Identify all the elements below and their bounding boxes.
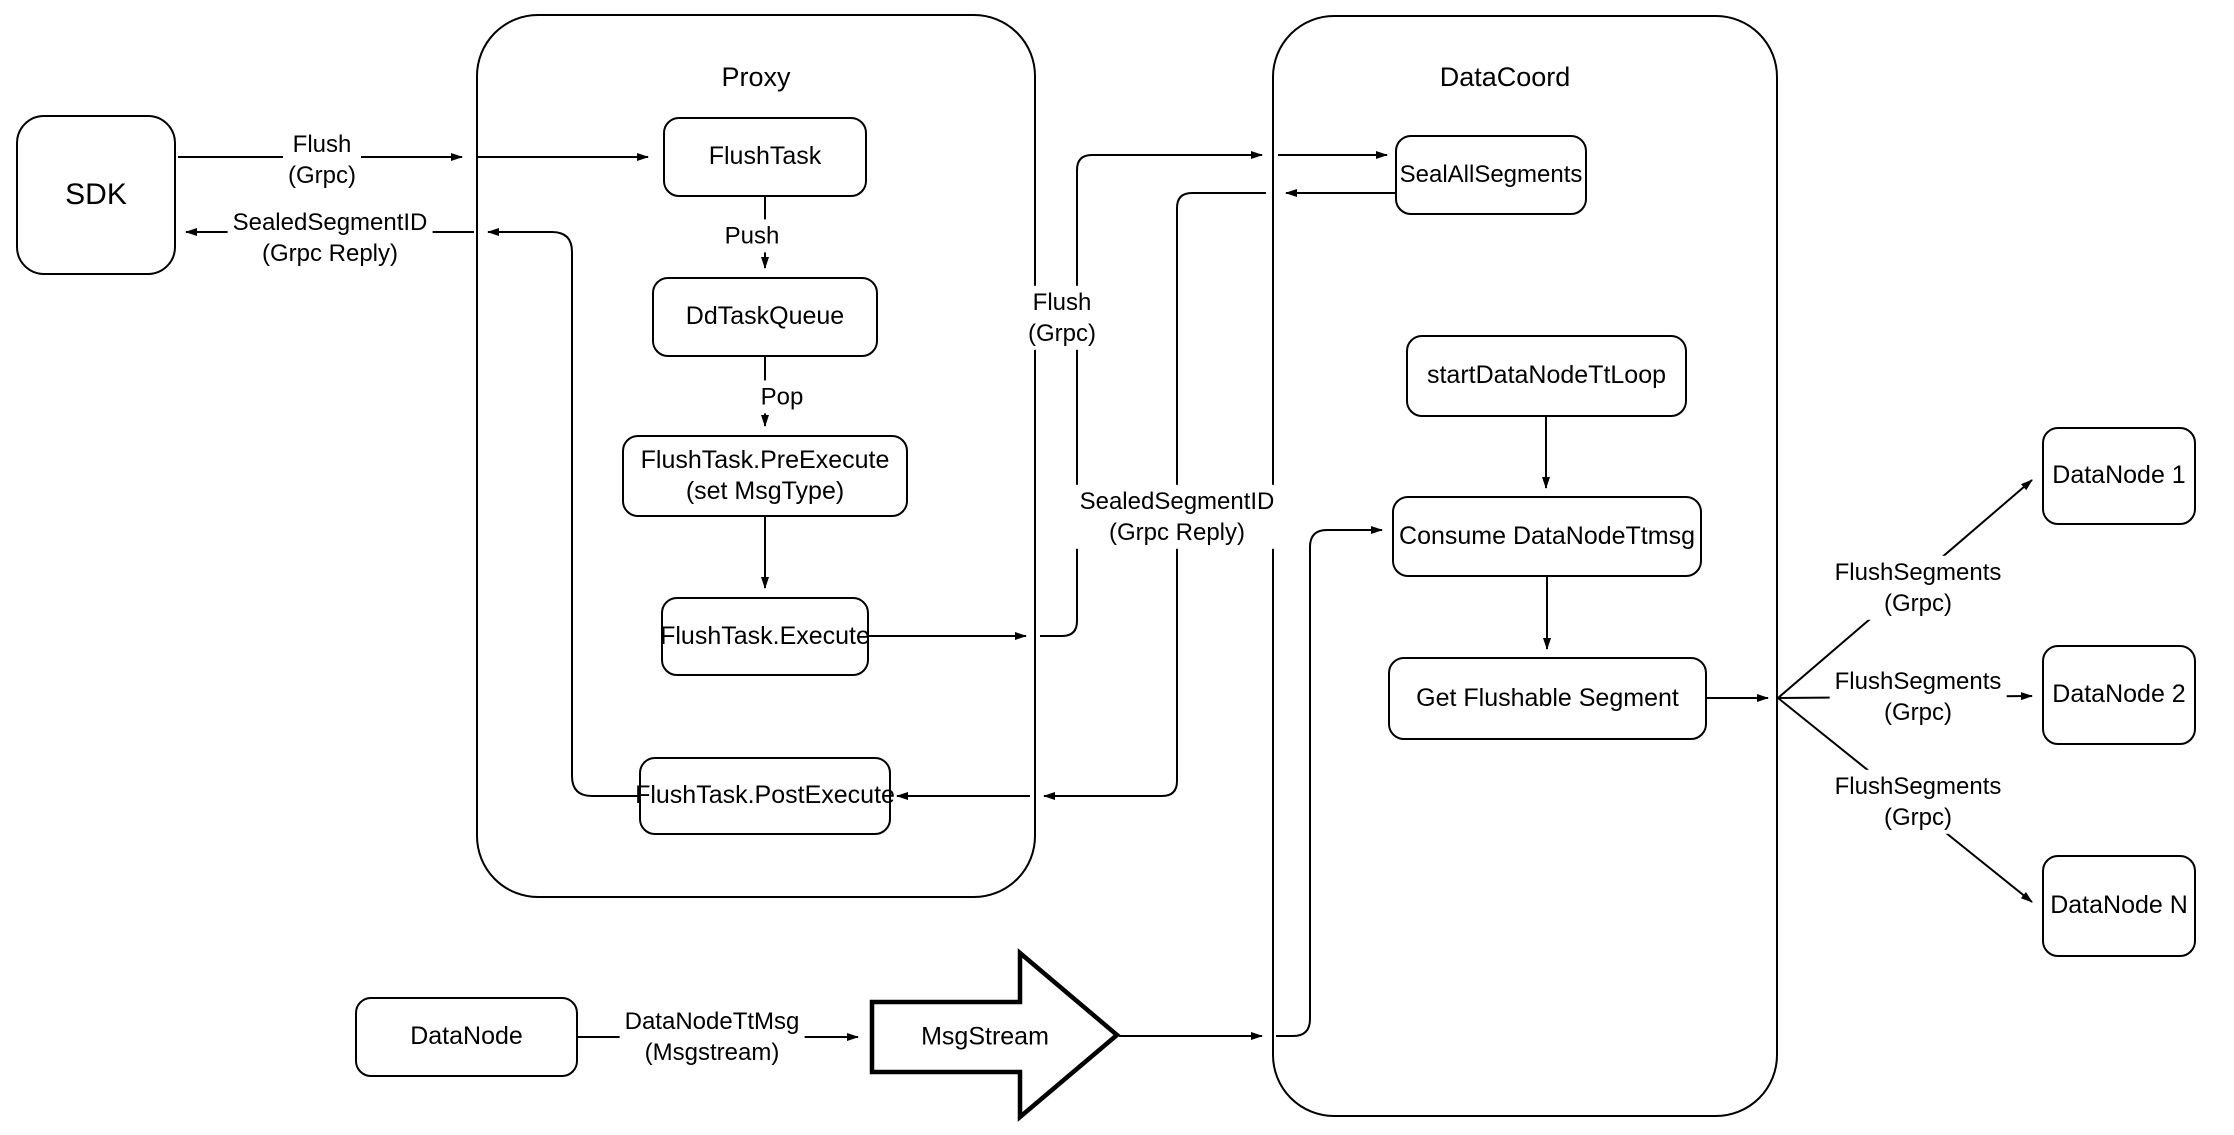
edge-label-datanodettmsg: DataNodeTtMsg (Msgstream) bbox=[619, 1004, 805, 1070]
datacoord-container bbox=[1272, 15, 1778, 1117]
node-flushtask-label: FlushTask bbox=[708, 142, 822, 171]
node-startdatanodettloop-label: startDataNodeTtLoop bbox=[1426, 361, 1667, 390]
edge-label-flushsegments-2: FlushSegments (Grpc) bbox=[1829, 664, 2007, 730]
node-execute: FlushTask.Execute bbox=[660, 597, 870, 676]
edge-label-pop: Pop bbox=[755, 380, 809, 414]
node-startdatanodettloop: startDataNodeTtLoop bbox=[1406, 335, 1687, 417]
edge-flush-grpc-up bbox=[1040, 151, 1263, 637]
node-flushtask: FlushTask bbox=[663, 117, 867, 197]
node-sealallsegments-label: SealAllSegments bbox=[1399, 161, 1583, 188]
edge-label-flushsegments-3: FlushSegments (Grpc) bbox=[1829, 769, 2007, 835]
edge-label-flushsegments-1: FlushSegments (Grpc) bbox=[1829, 555, 2007, 621]
datacoord-container-title: DataCoord bbox=[1439, 62, 1571, 92]
edge-label-push: Push bbox=[719, 219, 785, 253]
node-execute-label: FlushTask.Execute bbox=[660, 621, 870, 650]
proxy-container-title: Proxy bbox=[721, 62, 791, 92]
edge-label-sealedsegmentid-mid: SealedSegmentID (Grpc Reply) bbox=[1074, 484, 1280, 550]
node-getflushablesegment: Get Flushable Segment bbox=[1388, 657, 1707, 740]
msgstream-label: MsgStream bbox=[921, 1022, 1049, 1051]
node-datanode-n-label: DataNode N bbox=[2050, 891, 2188, 920]
node-preexecute: FlushTask.PreExecute (set MsgType) bbox=[622, 435, 908, 517]
node-preexecute-label-line2: (set MsgType) bbox=[685, 477, 845, 505]
node-preexecute-label-line1: FlushTask.PreExecute bbox=[640, 445, 890, 474]
proxy-container bbox=[476, 14, 1036, 898]
node-postexecute-label: FlushTask.PostExecute bbox=[635, 781, 895, 810]
edge-label-flush-sdk: Flush (Grpc) bbox=[283, 127, 361, 193]
node-postexecute: FlushTask.PostExecute bbox=[635, 757, 895, 835]
node-consumedatanodettmsg-label: Consume DataNodeTtmsg bbox=[1399, 521, 1695, 550]
edge-ttmsg-up-to-consume bbox=[1276, 526, 1383, 1037]
node-sealallsegments: SealAllSegments bbox=[1395, 135, 1587, 215]
node-datanode-1: DataNode 1 bbox=[2042, 427, 2196, 525]
edge-label-sealedsegmentid-sdk: SealedSegmentID (Grpc Reply) bbox=[227, 205, 433, 271]
node-sdk: SDK bbox=[16, 115, 176, 275]
node-datanode-source: DataNode bbox=[355, 997, 578, 1077]
node-ddtaskqueue: DdTaskQueue bbox=[652, 277, 878, 357]
node-datanode-1-label: DataNode 1 bbox=[2052, 461, 2186, 490]
node-datanode-2-label: DataNode 2 bbox=[2052, 680, 2186, 709]
msgstream-arrow-shape bbox=[869, 948, 1121, 1122]
node-sdk-label: SDK bbox=[65, 178, 127, 212]
node-ddtaskqueue-label: DdTaskQueue bbox=[685, 302, 845, 331]
node-datanode-2: DataNode 2 bbox=[2042, 645, 2196, 745]
node-datanode-source-label: DataNode bbox=[410, 1022, 523, 1051]
node-getflushablesegment-label: Get Flushable Segment bbox=[1416, 683, 1679, 712]
node-consumedatanodettmsg: Consume DataNodeTtmsg bbox=[1392, 496, 1702, 577]
edge-postexecute-to-proxy-edge bbox=[487, 228, 639, 797]
node-datanode-n: DataNode N bbox=[2042, 855, 2196, 957]
edge-label-flush-grpc-mid: Flush (Grpc) bbox=[1023, 285, 1101, 351]
